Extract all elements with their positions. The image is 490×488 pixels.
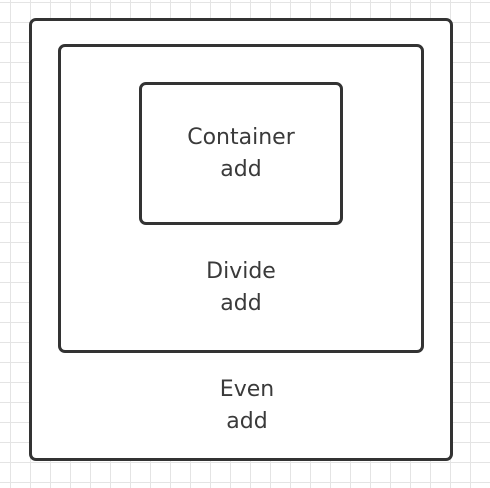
divide-label: Divide add (58, 256, 424, 320)
container-action: add (220, 157, 262, 182)
container-title: Container (187, 125, 295, 150)
container-label: Container add (139, 122, 343, 186)
divide-action: add (220, 291, 262, 316)
even-title: Even (219, 377, 275, 402)
container-box (139, 82, 343, 225)
even-label: Even add (29, 374, 465, 438)
even-action: add (226, 409, 268, 434)
divide-title: Divide (206, 259, 276, 284)
